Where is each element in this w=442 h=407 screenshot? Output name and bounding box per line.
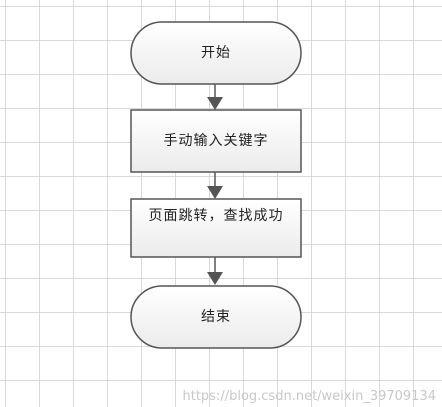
process-page-jump[interactable] <box>130 198 302 258</box>
start-terminator[interactable] <box>130 21 302 85</box>
arrow-jump-to-end <box>207 257 223 285</box>
start-label: 开始 <box>201 45 231 61</box>
page-jump-label: 页面跳转，查找成功 <box>148 208 284 224</box>
end-terminator[interactable] <box>130 285 302 349</box>
input-keyword-label: 手动输入关键字 <box>163 133 269 149</box>
arrow-start-to-input <box>207 84 223 110</box>
end-label: 结束 <box>201 309 231 325</box>
arrow-input-to-jump <box>207 172 223 199</box>
process-input-keyword[interactable] <box>130 109 302 173</box>
watermark-url: https://blog.csdn.net/weixin_39709134 <box>182 389 436 404</box>
